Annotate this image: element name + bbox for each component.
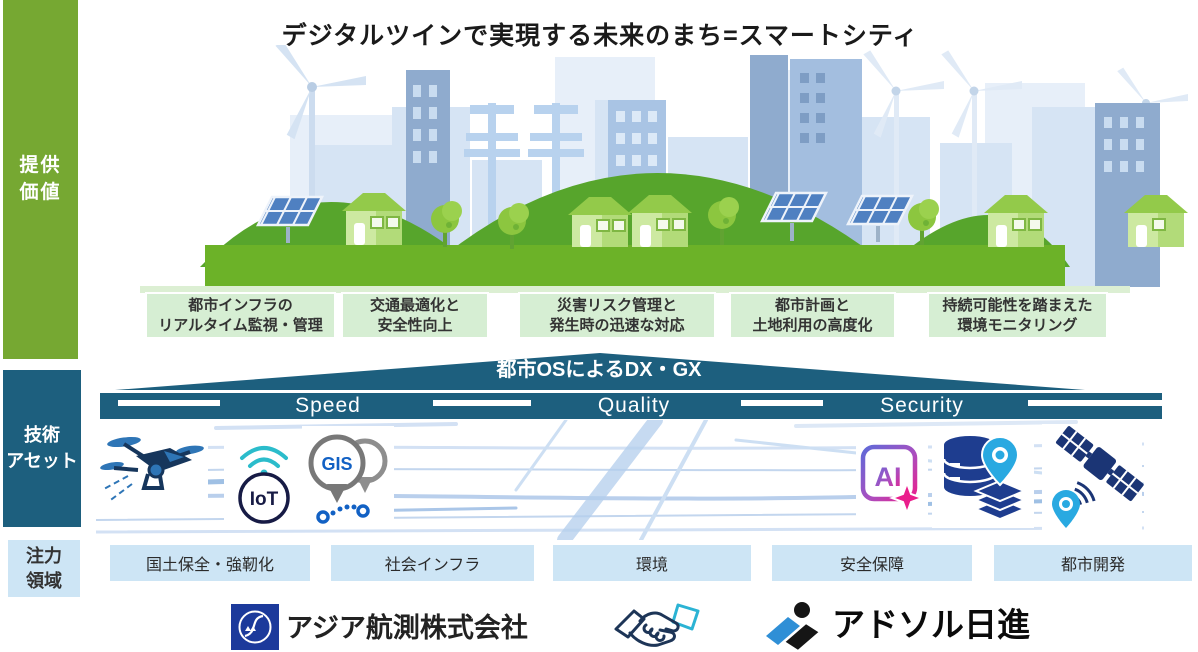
smart-city-illustration [140, 45, 1188, 293]
focus-box-urban: 都市開発 [994, 545, 1192, 581]
value-box-traffic: 交通最適化と 安全性向上 [341, 292, 489, 339]
focus-box-label: 都市開発 [1060, 557, 1125, 574]
pillar-quality: Quality [597, 394, 671, 417]
tree-icon [431, 197, 939, 249]
focus-box-security: 安全保障 [772, 545, 972, 581]
drone-icon [100, 436, 204, 503]
value-box-planning: 都市計画と 土地利用の高度化 [729, 292, 896, 339]
sidebar-focus-areas: 注力 領域 [8, 540, 80, 597]
focus-box-label: 社会インフラ [384, 557, 481, 574]
asia-air-survey-logo-icon [231, 604, 279, 650]
value-box-label: 災害リスク管理と 発生時の迅速な対応 [549, 297, 685, 334]
os-band-label: 都市OSによるDX・GX [496, 359, 702, 381]
focus-box-infra: 社会インフラ [331, 545, 534, 581]
wind-turbine-icon [275, 45, 1188, 245]
focus-box-label: 安全保障 [839, 557, 904, 574]
sidebar-provided-value-label: 提供 価値 [19, 154, 62, 203]
ai-icon: AI [860, 444, 925, 516]
house-icon [342, 193, 1188, 247]
gis-icon: GIS [308, 434, 388, 524]
focus-box-environment: 環境 [553, 545, 751, 581]
adsol-nissin-logo-text: アドソル日進 [832, 606, 1030, 643]
transmission-tower [464, 103, 584, 245]
gis-icon-text: GIS [321, 454, 352, 474]
value-box-label: 持続可能性を踏まえた 環境モニタリング [942, 297, 1093, 334]
sidebar-provided-value: 提供 価値 [3, 0, 78, 359]
value-box-label: 都市計画と 土地利用の高度化 [752, 297, 873, 334]
sidebar-tech-assets-label: 技術 アセット [6, 425, 78, 471]
satellite-icon [1052, 426, 1144, 528]
solar-panel-icon [255, 191, 915, 243]
value-box-disaster: 災害リスク管理と 発生時の迅速な対応 [518, 292, 716, 339]
adsol-nissin-logo-icon [766, 602, 822, 651]
focus-box-label: 国土保全・強靭化 [145, 557, 274, 574]
value-box-label: 都市インフラの リアルタイム監視・管理 [158, 297, 323, 334]
focus-box-label: 環境 [635, 557, 668, 574]
sidebar-tech-assets: 技術 アセット [3, 370, 81, 527]
pillar-security: Security [880, 394, 964, 417]
value-box-label: 交通最適化と 安全性向上 [369, 297, 460, 334]
focus-box-land: 国土保全・強靭化 [110, 545, 310, 581]
ai-icon-text: AI [875, 462, 902, 492]
os-band-shape [100, 353, 1162, 419]
value-box-sustainability: 持続可能性を踏まえた 環境モニタリング [927, 292, 1108, 339]
iot-icon-text: IoT [250, 489, 279, 510]
asia-air-survey-logo-text: アジア航測株式会社 [286, 613, 528, 643]
pillar-speed: Speed [295, 394, 361, 417]
handshake-icon [614, 603, 700, 647]
iot-icon: IoT [238, 446, 290, 524]
sidebar-focus-areas-label: 注力 領域 [26, 546, 62, 591]
value-box-infrastructure: 都市インフラの リアルタイム監視・管理 [145, 292, 336, 339]
page-title: デジタルツインで実現する未来のまち=スマートシティ [281, 22, 919, 50]
geodata-layers-icon [942, 435, 1027, 521]
